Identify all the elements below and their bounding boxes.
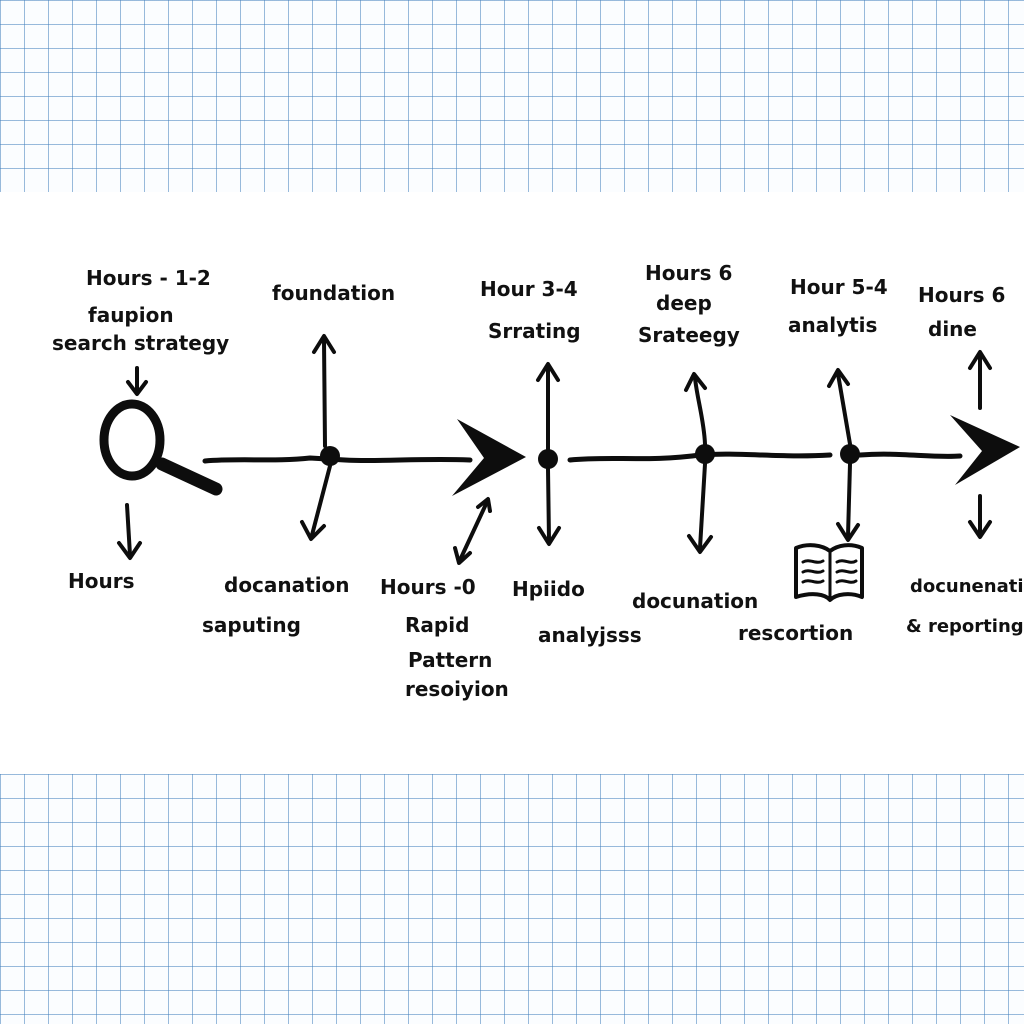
node3-down-arrow	[687, 462, 713, 554]
end-bottom-label-2: & reporting	[906, 616, 1024, 637]
node3-up-arrow	[684, 372, 707, 446]
arrow1-bottom-label-2: Rapid	[405, 613, 469, 637]
start-below-arrow	[117, 503, 142, 560]
node2-top-label-2: Srrating	[488, 319, 581, 343]
end-up-arrow	[968, 350, 992, 410]
end-top-label-1: Hours 6	[918, 283, 1005, 307]
node3-top-label-1: Hours 6	[645, 261, 732, 285]
arrowhead-1	[452, 419, 526, 496]
start-top-label-2: faupion	[88, 303, 174, 327]
node2-down-arrow	[537, 467, 561, 546]
timeline-node-3	[695, 444, 715, 464]
node2-bottom-label-1: Hpiido	[512, 577, 585, 601]
open-book-icon	[794, 543, 864, 602]
start-top-label-1: Hours - 1-2	[86, 266, 211, 290]
start-bottom-label: Hours	[68, 569, 134, 593]
node4-bottom-label: rescortion	[738, 621, 853, 645]
node4-down-arrow	[836, 462, 860, 542]
node1-top-label: foundation	[272, 281, 395, 305]
arrow1-bottom-label-4: resoiyion	[405, 677, 509, 701]
arrow1-bottom-label-3: Pattern	[408, 648, 492, 672]
node1-bottom-label-2: saputing	[202, 613, 301, 637]
node3-bottom-label: docunation	[632, 589, 758, 613]
node4-up-arrow	[827, 368, 852, 446]
timeline-node-2	[538, 449, 558, 469]
magnifier-icon	[99, 399, 223, 496]
node4-top-label-1: Hour 5-4	[790, 275, 888, 299]
arrow1-bottom-label-1: Hours -0	[380, 575, 476, 599]
node1-bottom-label-1: docanation	[224, 573, 350, 597]
node3-top-label-2: deep	[656, 291, 712, 315]
node1-down-arrow	[300, 464, 332, 541]
start-top-label-3: search strategy	[52, 331, 229, 355]
node2-up-arrow	[536, 362, 560, 451]
graph-paper-bottom	[0, 774, 1024, 1024]
node1-up-arrow	[312, 334, 336, 448]
arrowhead-end	[950, 415, 1020, 485]
timeline-node-4	[840, 444, 860, 464]
node3-top-label-3: Srateegy	[638, 323, 740, 347]
end-down-arrow	[968, 494, 992, 539]
graph-paper-top	[0, 0, 1024, 192]
node2-top-label-1: Hour 3-4	[480, 277, 578, 301]
node4-top-label-2: analytis	[788, 313, 877, 337]
start-down-arrow	[126, 366, 148, 396]
end-bottom-label-1: docunenatio	[910, 576, 1024, 597]
node2-bottom-label-2: analyjsss	[538, 623, 642, 647]
end-top-label-2: dine	[928, 317, 977, 341]
double-arrow	[453, 497, 492, 565]
timeline-node-1	[320, 446, 340, 466]
